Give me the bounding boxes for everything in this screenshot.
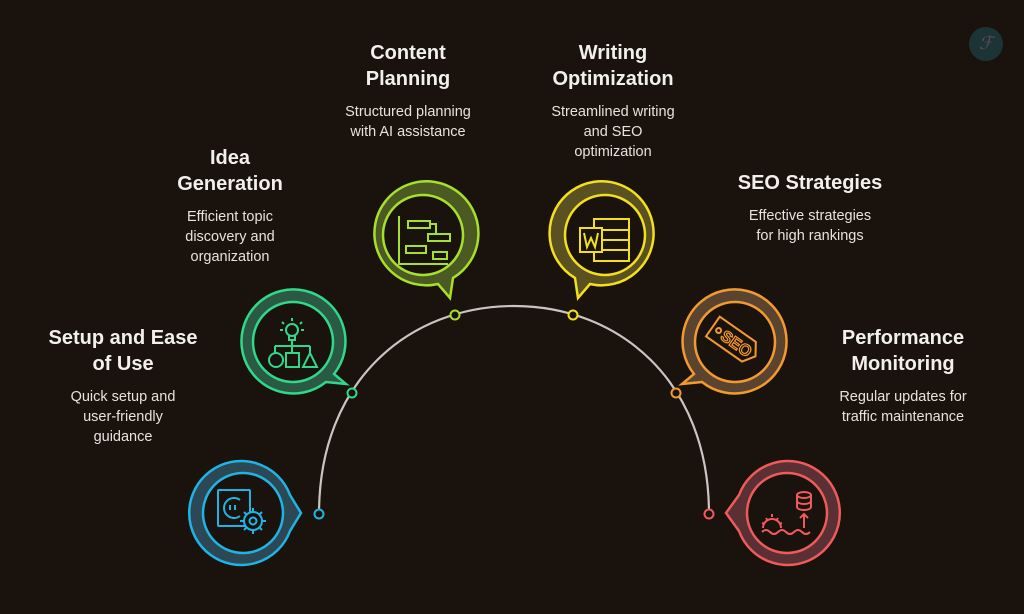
stage-bubble-content (373, 180, 480, 321)
timeline-node-seo (670, 387, 682, 399)
stage-bubble-idea (240, 288, 358, 399)
lightbulb-shapes-icon (268, 318, 319, 368)
database-gear-waves-icon (761, 491, 812, 535)
stage-bubble-performance (703, 459, 841, 567)
gantt-chart-icon (398, 216, 451, 265)
timeline-node-content (449, 309, 461, 321)
stage-bubble-writing (548, 180, 655, 321)
stage-bubble-setup (188, 459, 325, 567)
timeline-node-performance (703, 508, 715, 520)
timeline-node-setup (313, 508, 325, 520)
stage-title-seo: SEO Strategies (737, 172, 883, 194)
logo-glyph-icon: ℱ (978, 33, 994, 54)
plug-gear-icon (217, 489, 266, 534)
word-document-icon (579, 218, 630, 262)
brand-logo: ℱ (969, 27, 1003, 61)
timeline-arc (317, 304, 711, 515)
timeline-node-writing (567, 309, 579, 321)
timeline-node-idea (346, 387, 358, 399)
stage-bubble-seo: SEO (670, 288, 788, 399)
